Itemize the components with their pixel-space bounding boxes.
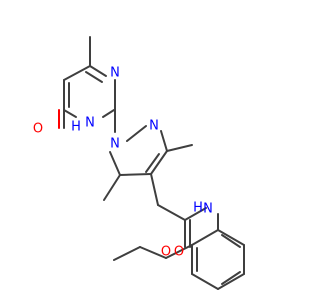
amide-hydrogen: H	[193, 201, 203, 216]
pyrimidine-nh-nitrogen: N	[85, 116, 95, 131]
pyrazole-nitrogen-2: N	[149, 119, 159, 134]
molecule-structure: N N H O N N O N H O	[33, 36, 245, 290]
amide-oxygen: O	[174, 245, 184, 260]
pyrimidine-top-nitrogen: N	[110, 66, 120, 81]
amide-nitrogen: N	[203, 202, 213, 217]
ether-oxygen: O	[161, 245, 171, 260]
pyrazole-ring	[103, 109, 193, 201]
propanamide-chain	[150, 173, 207, 248]
pyrimidinone-ring	[58, 36, 116, 129]
pyrimidinone-carbonyl-oxygen: O	[33, 122, 43, 137]
pyrimidine-nh-hydrogen: H	[71, 120, 81, 135]
pyrazole-nitrogen-1: N	[110, 137, 120, 152]
ethoxyphenyl-group	[113, 213, 245, 290]
